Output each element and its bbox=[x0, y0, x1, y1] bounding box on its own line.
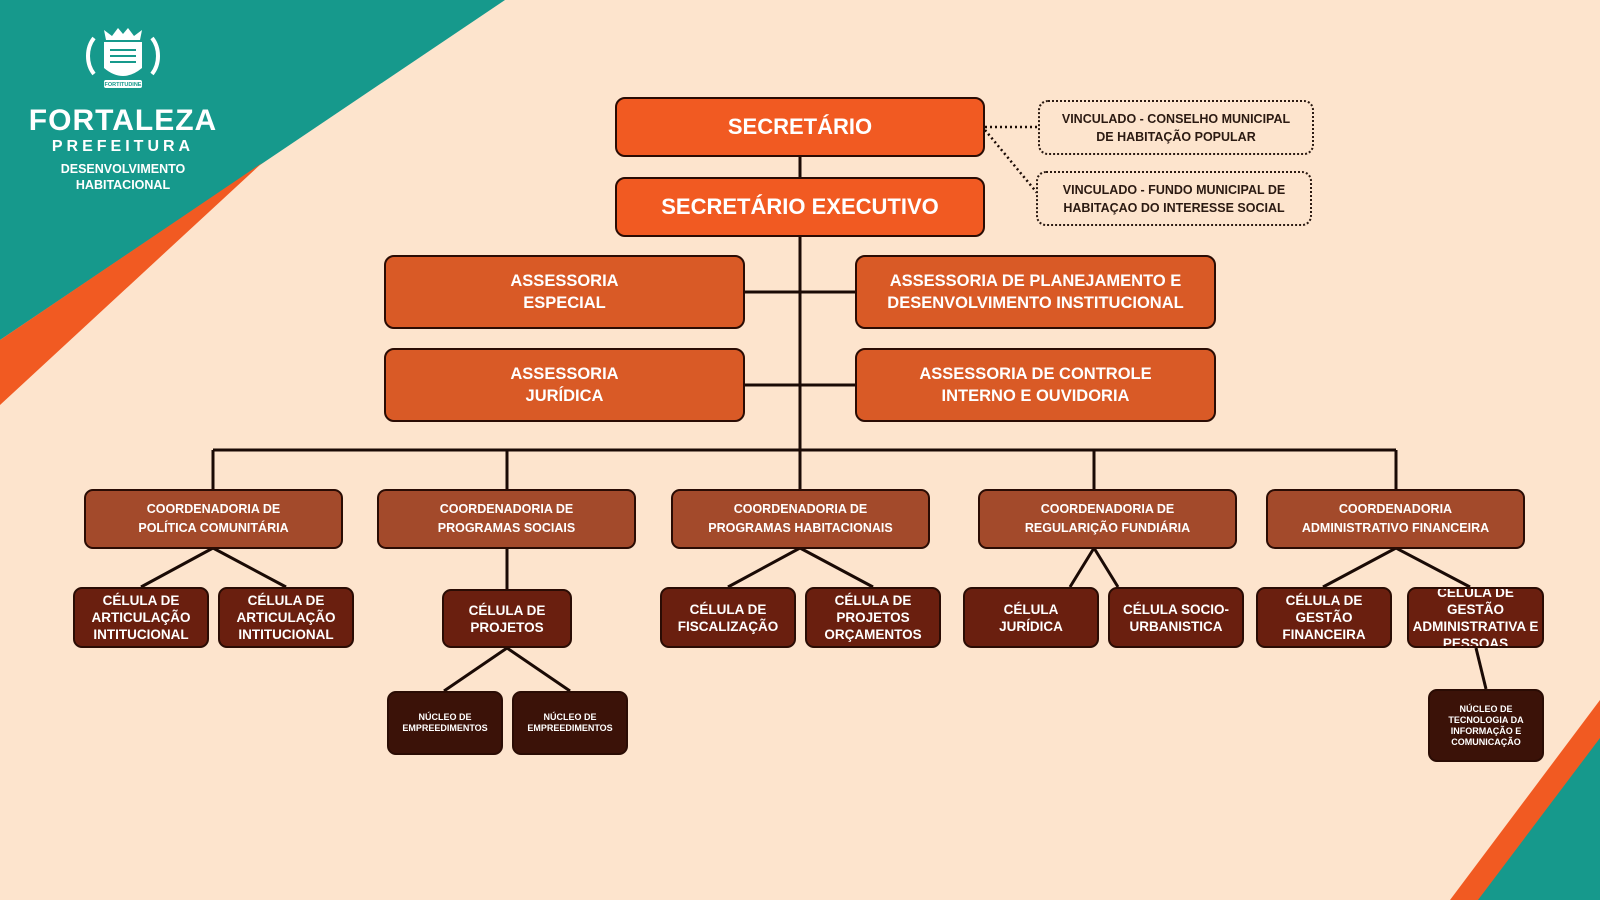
bottom-right-teal-triangle bbox=[1478, 738, 1600, 900]
nucleo-tecnologia-box: NÚCLEO DE TECNOLOGIA DA INFORMAÇÃO E COM… bbox=[1428, 689, 1544, 762]
celula-projetos-orcamentos-box: CÉLULA DE PROJETOS ORÇAMENTOS bbox=[805, 587, 941, 648]
secretario-box: SECRETÁRIO bbox=[615, 97, 985, 157]
celula-projetos-box: CÉLULA DE PROJETOS bbox=[442, 589, 572, 648]
assessoria-planejamento-box: ASSESSORIA DE PLANEJAMENTO E DESENVOLVIM… bbox=[855, 255, 1216, 329]
connector-coordenadorias-drops bbox=[211, 450, 1398, 489]
connector-vinculado-fundo bbox=[984, 129, 1039, 195]
connector-celulas-fundiaria bbox=[1068, 547, 1120, 588]
coordenadoria-administrativo-financeira-box: COORDENADORIA ADMINISTRATIVO FINANCEIRA bbox=[1266, 489, 1525, 549]
celula-juridica-box: CÉLULA JURÍDICA bbox=[963, 587, 1099, 648]
coordenadoria-politica-comunitaria-box: COORDENADORIA DE POLÍTICA COMUNITÁRIA bbox=[84, 489, 343, 549]
vinculado-fundo-box: VINCULADO - FUNDO MUNICIPAL DE HABITAÇAO… bbox=[1036, 171, 1312, 226]
connector-celulas-habitacionais bbox=[727, 546, 874, 589]
celula-gestao-financeira-box: CÉLULA DE GESTÃO FINANCEIRA bbox=[1256, 587, 1392, 648]
top-left-orange-stripe bbox=[0, 163, 262, 405]
nucleo-empreedimentos-1-box: NÚCLEO DE EMPREEDIMENTOS bbox=[387, 691, 503, 755]
celula-gestao-administrativa-box: CÉLULA DE GESTÃO ADMINISTRATIVA E PESSOA… bbox=[1407, 587, 1544, 648]
svg-text:FORTITUDINE: FORTITUDINE bbox=[105, 82, 142, 88]
vinculado-conselho-box: VINCULADO - CONSELHO MUNICIPAL DE HABITA… bbox=[1038, 100, 1314, 155]
fortaleza-logo: FORTITUDINE FORTALEZA PREFEITURA DESENVO… bbox=[18, 24, 228, 193]
connector-celulas-politica bbox=[140, 546, 287, 589]
connector-nucleo-tecnologia bbox=[1474, 647, 1488, 690]
assessoria-especial-box: ASSESSORIA ESPECIAL bbox=[384, 255, 745, 329]
celula-socio-urbanistica-box: CÉLULA SOCIO- URBANISTICA bbox=[1108, 587, 1244, 648]
department-name: DESENVOLVIMENTO HABITACIONAL bbox=[60, 162, 186, 192]
logo-title: FORTALEZA bbox=[28, 104, 218, 137]
connector-celulas-administrativo bbox=[1322, 546, 1471, 589]
celula-articulacao-1-box: CÉLULA DE ARTICULAÇÃO INTITUCIONAL bbox=[73, 587, 209, 648]
coordenadoria-regularizacao-fundiaria-box: COORDENADORIA DE REGULARIÇÃO FUNDIÁRIA bbox=[978, 489, 1237, 549]
connector-nucleos-projetos bbox=[443, 646, 571, 693]
celula-articulacao-2-box: CÉLULA DE ARTICULAÇÃO INTITUCIONAL bbox=[218, 587, 354, 648]
coordenadoria-programas-sociais-box: COORDENADORIA DE PROGRAMAS SOCIAIS bbox=[377, 489, 636, 549]
city-crest-icon: FORTITUDINE bbox=[86, 28, 160, 88]
nucleo-empreedimentos-2-box: NÚCLEO DE EMPREEDIMENTOS bbox=[512, 691, 628, 755]
assessoria-controle-box: ASSESSORIA DE CONTROLE INTERNO E OUVIDOR… bbox=[855, 348, 1216, 422]
logo-subtitle: PREFEITURA bbox=[51, 138, 195, 155]
celula-fiscalizacao-box: CÉLULA DE FISCALIZAÇÃO bbox=[660, 587, 796, 648]
coordenadoria-programas-habitacionais-box: COORDENADORIA DE PROGRAMAS HABITACIONAIS bbox=[671, 489, 930, 549]
secretario-executivo-box: SECRETÁRIO EXECUTIVO bbox=[615, 177, 985, 237]
assessoria-juridica-box: ASSESSORIA JURÍDICA bbox=[384, 348, 745, 422]
